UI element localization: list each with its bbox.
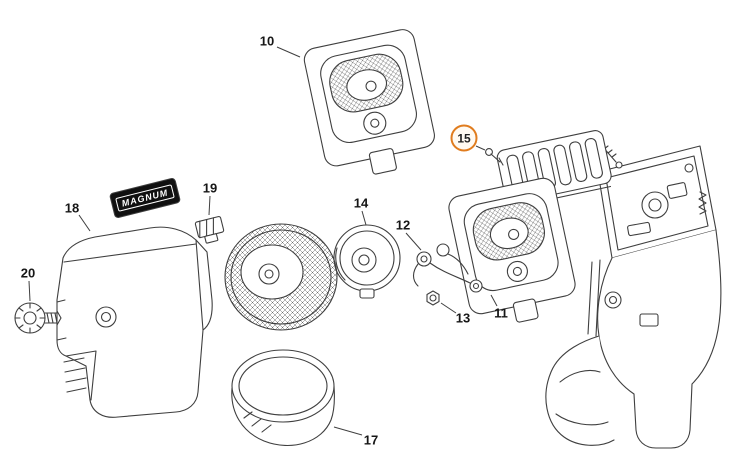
part-label-20[interactable]: 20 (20, 265, 36, 281)
part-label-14[interactable]: 14 (353, 195, 369, 211)
air-filter-element (224, 223, 338, 331)
part-17-sealing-sleeve (231, 349, 335, 447)
part-19-clip (194, 216, 225, 244)
part-10-filter-cover-outer (303, 29, 435, 175)
part-15-screw (485, 148, 504, 166)
part-11-filter-cover-inner (448, 177, 576, 323)
part-12-lever-bracket (412, 243, 483, 293)
part-18-carb-box-cover (56, 226, 213, 418)
engine-housing (545, 145, 722, 449)
part-label-17[interactable]: 17 (363, 432, 379, 448)
part-label-11[interactable]: 11 (494, 305, 508, 321)
leader-lines (28, 46, 498, 436)
part-label-12[interactable]: 12 (395, 217, 411, 233)
part-label-10[interactable]: 10 (259, 33, 275, 49)
part-13-nut (426, 290, 440, 306)
part-label-15-highlighted[interactable]: 15 (450, 124, 478, 152)
part-label-19[interactable]: 19 (202, 180, 218, 196)
part-20-lock-knob (14, 302, 62, 334)
part-label-13[interactable]: 13 (455, 310, 471, 326)
part-14-filter-base (333, 224, 401, 299)
part-label-18[interactable]: 18 (64, 200, 80, 216)
